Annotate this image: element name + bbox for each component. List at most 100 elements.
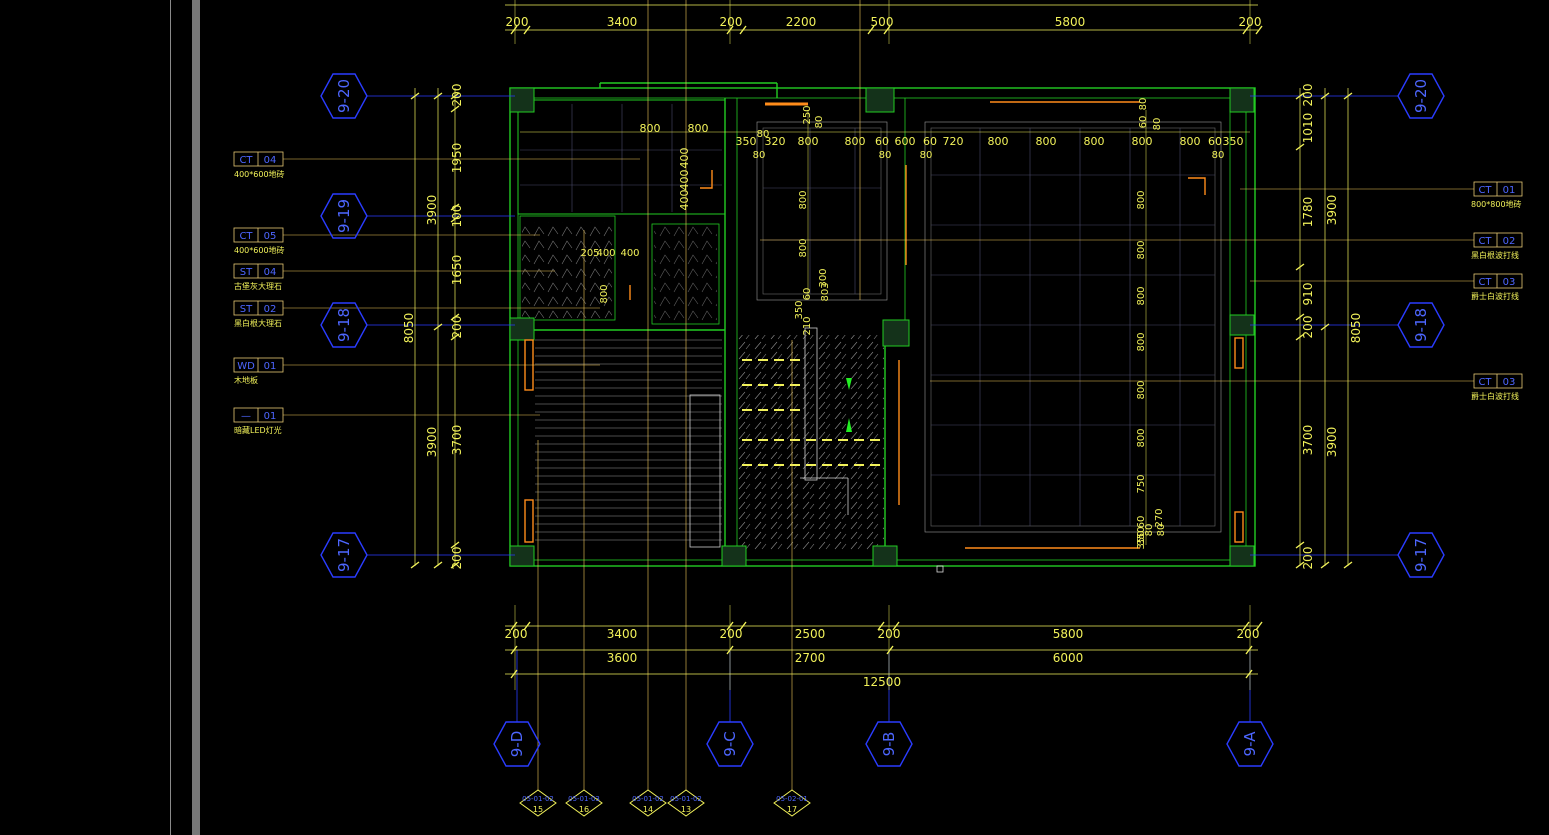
detail-number: 14: [643, 805, 653, 814]
stair-arrows: [846, 378, 852, 432]
material-tag[interactable]: CT 01 800*800地砖: [1471, 181, 1523, 209]
dim-col-8: 350: [1136, 526, 1147, 545]
detail-marker[interactable]: 05-02-01 17: [773, 789, 811, 817]
dim-misc-6: 270: [1154, 508, 1165, 527]
dim-misc-7: 80: [1156, 524, 1167, 537]
tag-code: CT: [239, 231, 253, 242]
sidebar-border-left: [170, 0, 171, 835]
dim-right-3: 1780: [1301, 197, 1315, 228]
dim-bottom1-4: 2500: [795, 627, 826, 641]
axis-bubble-bottom-9-A: [1226, 721, 1274, 767]
axis-bubble-left-9-17: [320, 532, 368, 578]
tag-code: CT: [239, 155, 253, 166]
dim-left-7: 200: [450, 547, 464, 570]
dim-bottom-total: 12500: [863, 675, 901, 689]
material-tag[interactable]: CT 04 400*600地砖: [233, 151, 285, 179]
axis-bubble-right-9-20: [1397, 73, 1445, 119]
tag-description: 400*600地砖: [234, 245, 285, 255]
axis-bubble-bottom-9-D: [493, 721, 541, 767]
wood-floor-zone: [535, 335, 722, 547]
dim-row-5: 60: [875, 135, 889, 148]
tag-code: —: [241, 411, 251, 422]
dim-col-7: 750: [1136, 474, 1147, 493]
dim-right-6: 3700: [1301, 425, 1315, 456]
axis-bubble-bottom-9-B: [865, 721, 913, 767]
dim-80-6: 80: [814, 116, 825, 129]
stair-dims: 350 60 803 300 210: [794, 268, 831, 335]
material-tag[interactable]: ST 02 黑白根大理石: [233, 300, 284, 328]
tile-grid-bath: [520, 104, 722, 212]
axis-label-bottom-9-C: 9-C: [721, 731, 739, 756]
dim-misc-3: 80: [1138, 98, 1149, 111]
axis-bubbles-right: 9-20 9-18 9-17: [1397, 73, 1445, 578]
detail-ref: 05-01-02: [522, 795, 554, 803]
detail-ref: 05-01-02: [670, 795, 702, 803]
axis-label-bottom-9-B: 9-B: [880, 732, 898, 757]
sidebar-border-right: [192, 0, 200, 835]
material-tag[interactable]: ST 04 古堡灰大理石: [233, 263, 284, 291]
dim-left-4: 1650: [450, 255, 464, 286]
dim-bottom1-1: 200: [505, 627, 528, 641]
dim-top-3: 200: [720, 15, 743, 29]
dim-80-1: 80: [757, 129, 770, 140]
material-tag[interactable]: CT 03 爵士白波打线: [1471, 373, 1523, 401]
dim-bath-2: 400: [596, 248, 615, 259]
tag-description: 爵士白波打线: [1471, 391, 1519, 401]
stone-zone-small: [654, 226, 717, 322]
dim-row-13: 800: [1180, 135, 1201, 148]
detail-marker[interactable]: 05-01-02 14: [629, 789, 667, 817]
dim-80-3: 80: [879, 150, 892, 161]
dim-left-mid-1: 3900: [425, 195, 439, 226]
bottom-dimension-row-1: 200 3400 200 2500 200 5800 200: [505, 627, 1260, 641]
dim-right-7: 200: [1301, 547, 1315, 570]
tag-description: 黑白根波打线: [1471, 250, 1519, 260]
detail-marker[interactable]: 05-01-02 15: [519, 789, 557, 817]
material-tag[interactable]: WD 01 木地板: [233, 357, 284, 385]
dim-right-total: 8050: [1349, 313, 1363, 344]
dim-right-1: 200: [1301, 84, 1315, 107]
detail-marker[interactable]: 05-01-03 16: [565, 789, 603, 817]
dim-col-3: 800: [1136, 286, 1147, 305]
tile-grid-main: [924, 121, 1222, 533]
axis-label-right-9-18: 9-18: [1412, 308, 1430, 342]
axis-label-left-9-20: 9-20: [335, 79, 353, 113]
dim-left-total: 8050: [402, 313, 416, 344]
axis-label-left-9-17: 9-17: [335, 538, 353, 572]
dim-bottom2-1: 3600: [607, 651, 638, 665]
axis-label-left-9-18: 9-18: [335, 308, 353, 342]
tag-description: 古堡灰大理石: [234, 281, 282, 291]
material-tag[interactable]: CT 05 400*600地砖: [233, 227, 285, 255]
dim-bottom2-2: 2700: [795, 651, 826, 665]
interior-80-dims: 80 80 80 80 80 80: [753, 116, 1225, 161]
material-tag[interactable]: CT 02 黑白根波打线: [1471, 232, 1523, 260]
dim-col-left-1: 800: [798, 190, 809, 209]
axis-bubble-left-9-20: [320, 73, 368, 119]
dim-col-4: 800: [1136, 332, 1147, 351]
stair-treads: [742, 359, 880, 466]
detail-marker[interactable]: 05-01-02 13: [667, 789, 705, 817]
detail-ref: 05-02-01: [776, 795, 808, 803]
material-tags-right: CT 01 800*800地砖 CT 02 黑白根波打线 CT 03 爵士白波打…: [1471, 181, 1523, 401]
dim-misc-8: 80: [1144, 524, 1155, 537]
material-tag[interactable]: — 01 暗藏LED灯光: [233, 407, 284, 435]
accent-marks: [524, 101, 1244, 549]
dim-row-12: 800: [1132, 135, 1153, 148]
cursor-pickbox: [936, 565, 944, 573]
dim-ul-1: 800: [640, 122, 661, 135]
dim-stair-2: 60: [802, 288, 813, 301]
tag-description: 暗藏LED灯光: [234, 425, 282, 435]
detail-ref: 05-01-03: [568, 795, 600, 803]
dim-ul-3: 400: [678, 148, 691, 169]
tag-number: 01: [264, 411, 277, 422]
axis-bubbles-left: 9-20 9-19 9-18 9-17: [320, 73, 368, 578]
dim-right-2: 1010: [1301, 113, 1315, 144]
dim-misc-1: 250: [802, 105, 813, 124]
dim-80-2: 80: [753, 150, 766, 161]
dim-row-4: 800: [845, 135, 866, 148]
tag-description: 爵士白波打线: [1471, 291, 1519, 301]
dim-row-14: 60: [1208, 135, 1222, 148]
axis-label-right-9-20: 9-20: [1412, 79, 1430, 113]
material-tag[interactable]: CT 03 爵士白波打线: [1471, 273, 1523, 301]
tag-description: 400*600地砖: [234, 169, 285, 179]
